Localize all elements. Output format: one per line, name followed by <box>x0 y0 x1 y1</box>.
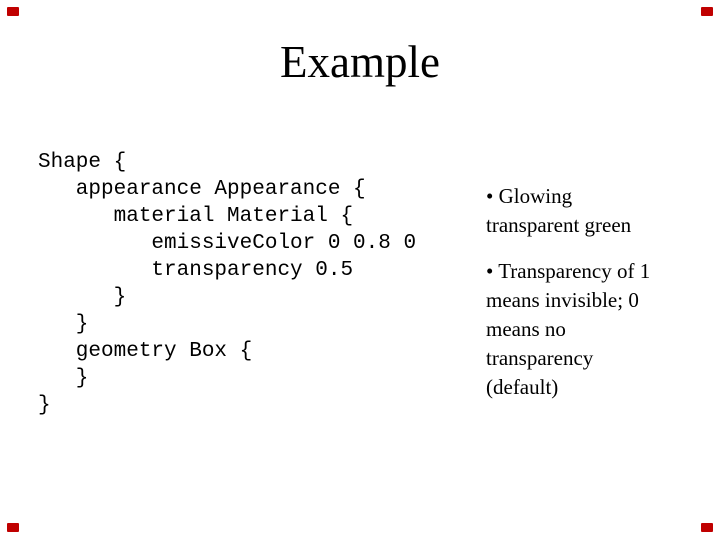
code-line: material Material { <box>38 205 354 228</box>
bullet-line: • Glowing <box>486 184 573 208</box>
notes-column: • Glowing transparent green • Transparen… <box>486 182 706 419</box>
corner-mark-bottom-left <box>7 523 19 532</box>
bullet-line: means no <box>486 317 566 341</box>
bullet-item: • Glowing transparent green <box>486 182 706 240</box>
bullet-line: transparent green <box>486 213 632 237</box>
code-line: transparency 0.5 <box>38 259 354 282</box>
code-line: geometry Box { <box>38 340 253 363</box>
code-line: } <box>38 313 89 336</box>
corner-mark-bottom-right <box>701 523 713 532</box>
code-line: appearance Appearance { <box>38 178 366 201</box>
code-line: } <box>38 367 89 390</box>
corner-mark-top-right <box>701 7 713 16</box>
bullet-line: (default) <box>486 375 559 399</box>
bullet-item: • Transparency of 1 means invisible; 0 m… <box>486 257 706 402</box>
code-line: Shape { <box>38 151 127 174</box>
code-line: } <box>38 394 51 417</box>
code-block: Shape { appearance Appearance { material… <box>38 149 416 419</box>
corner-mark-top-left <box>7 7 19 16</box>
bullet-line: means invisible; 0 <box>486 288 639 312</box>
code-line: emissiveColor 0 0.8 0 <box>38 232 417 255</box>
bullet-line: • Transparency of 1 <box>486 259 651 283</box>
code-line: } <box>38 286 127 309</box>
slide-title: Example <box>280 37 440 87</box>
bullet-line: transparency <box>486 346 594 370</box>
